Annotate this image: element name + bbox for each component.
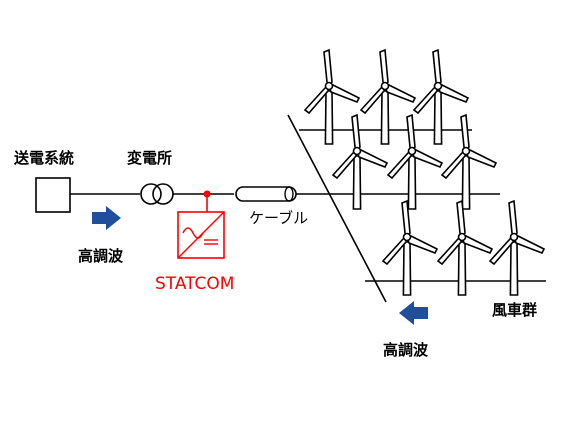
wind-turbine-icon [441,114,497,210]
cable-label: ケーブル [249,209,308,227]
wind-farm-label: 風車群 [492,301,537,319]
arrow-icon [399,301,428,325]
substation-label: 変電所 [127,149,172,167]
grid-box [35,177,71,213]
converter-icon [177,211,225,259]
cable-icon [235,186,297,202]
transformer-icon [140,183,174,205]
harmonic-left-label: 高調波 [78,247,124,265]
wind-turbine-icon [332,114,388,210]
arrow-icon [92,206,121,230]
harmonic-right-label: 高調波 [383,341,429,359]
statcom-label: STATCOM [155,274,234,294]
grid-label: 送電系統 [13,149,74,167]
collector-diagonal [287,114,387,303]
